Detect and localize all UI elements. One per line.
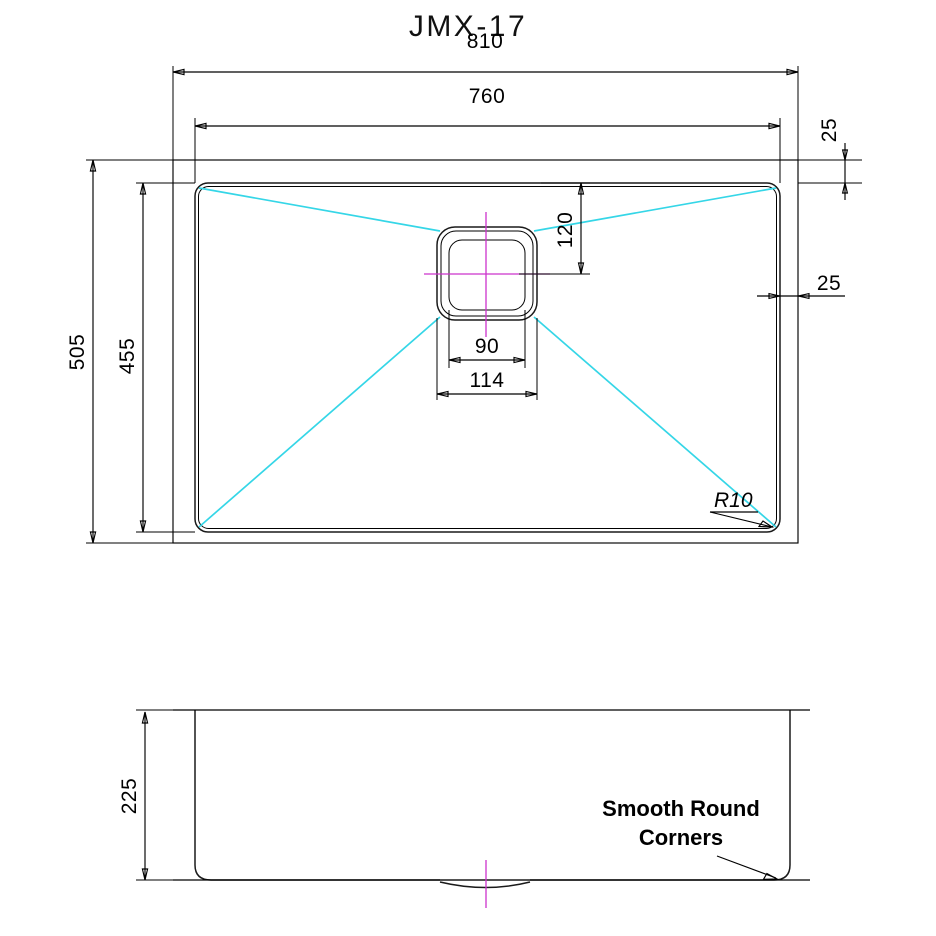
- dim-label-90: 90: [475, 335, 499, 358]
- arrowhead-225-top: [141, 711, 149, 724]
- front-view-drain-bulge: [439, 881, 531, 889]
- arrowhead-25top-upper: [841, 149, 849, 161]
- arrowhead-810-right: [786, 68, 799, 76]
- slope-line-bottom-left: [198, 316, 441, 528]
- note-line-2: Corners: [639, 825, 723, 850]
- page-title: JMX-17: [409, 10, 527, 43]
- arrowhead-25right-left: [768, 292, 781, 300]
- dim-rim-top: 25: [798, 118, 862, 200]
- dim-drain-outer: 114: [436, 318, 538, 400]
- arrowhead-505-top: [89, 159, 97, 172]
- arrowhead-760-left: [194, 122, 207, 130]
- dim-overall-width: 810: [172, 30, 799, 160]
- r10-arrowhead: [757, 520, 775, 528]
- arrowhead-455-top: [139, 182, 147, 195]
- slope-lines: [198, 187, 777, 528]
- arrowhead-120-bottom: [577, 262, 585, 275]
- arrowhead-225-bottom: [141, 868, 149, 881]
- slope-line-top-right: [533, 187, 777, 232]
- dim-bowl-height: 225: [118, 709, 195, 881]
- arrowhead-114-left: [436, 390, 449, 398]
- top-view: 810 760 505: [66, 30, 862, 544]
- dim-label-114: 114: [470, 369, 505, 392]
- inner-bowl-outline: [194, 182, 781, 533]
- dim-label-505: 505: [66, 334, 89, 371]
- dim-overall-depth: 505: [66, 159, 173, 544]
- arrowhead-25right-right: [797, 292, 810, 300]
- dim-label-810: 810: [467, 30, 504, 53]
- dim-label-455: 455: [116, 338, 139, 375]
- dim-bowl-width: 760: [194, 85, 781, 183]
- radius-callout-r10: R10: [709, 489, 775, 528]
- note-smooth-round-corners: Smooth Round Corners: [602, 796, 780, 880]
- r10-leader-line: [709, 511, 773, 528]
- front-view-body-outline: [194, 710, 791, 881]
- arrowhead-90-left: [448, 356, 461, 364]
- inner-bowl-inner-edge: [198, 186, 777, 529]
- arrowhead-505-bottom: [89, 531, 97, 544]
- arrowhead-810-left: [172, 68, 185, 76]
- note-line-1: Smooth Round: [602, 796, 760, 821]
- dim-rim-right: 25: [757, 272, 845, 300]
- arrowhead-455-bottom: [139, 520, 147, 533]
- arrowhead-120-top: [577, 182, 585, 195]
- front-view: 225 Smooth Round Corners: [118, 709, 810, 908]
- outer-rim-outline: [172, 159, 799, 544]
- dim-label-r10: R10: [714, 489, 753, 512]
- arrowhead-25top-lower: [841, 182, 849, 194]
- dim-label-760: 760: [469, 85, 506, 108]
- arrowhead-114-right: [525, 390, 538, 398]
- dim-bowl-depth: 455: [116, 182, 195, 533]
- dim-label-25-right: 25: [817, 272, 841, 295]
- dim-label-225: 225: [118, 778, 141, 815]
- arrowhead-760-right: [768, 122, 781, 130]
- slope-line-bottom-right: [533, 316, 777, 528]
- dim-drain-offset: 120: [519, 182, 590, 275]
- arrowhead-90-right: [513, 356, 526, 364]
- slope-line-top-left: [198, 187, 441, 232]
- dim-drain-inner: 90: [448, 310, 526, 368]
- drain-opening: [448, 239, 526, 311]
- note-leader-line: [716, 855, 777, 879]
- note-arrowhead: [762, 872, 780, 880]
- dim-label-25-top: 25: [818, 118, 841, 142]
- dim-label-120: 120: [554, 212, 577, 249]
